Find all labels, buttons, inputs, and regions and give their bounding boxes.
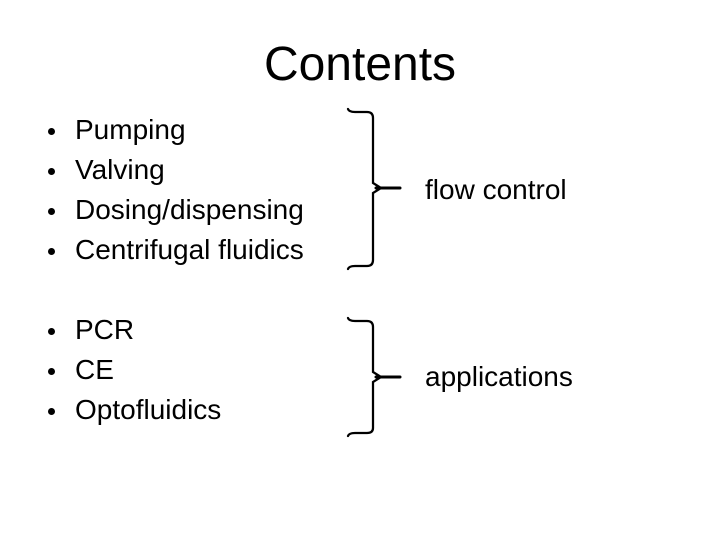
list-item: Valving [40, 150, 304, 190]
list-item-label: CE [75, 354, 114, 385]
list-item: Dosing/dispensing [40, 190, 304, 230]
list-item-label: PCR [75, 314, 135, 345]
bullet-icon [48, 128, 55, 135]
list-item-label: Optofluidics [75, 394, 222, 425]
list-item: Pumping [40, 110, 304, 150]
list-item: Centrifugal fluidics [40, 230, 304, 270]
list-item-label: Centrifugal fluidics [75, 234, 304, 265]
bullet-icon [48, 208, 55, 215]
page-title: Contents [263, 38, 457, 91]
group-label-flow-control: flow control [425, 174, 567, 205]
bullet-icon [48, 248, 55, 255]
group-label-applications: applications [425, 361, 573, 392]
bullet-list-applications: PCR CE Optofluidics [40, 310, 221, 430]
right-brace-icon [346, 316, 402, 438]
right-brace-icon [346, 107, 402, 271]
bullet-list-flow-control: Pumping Valving Dosing/dispensing Centri… [40, 110, 304, 270]
list-item: CE [40, 350, 221, 390]
bullet-icon [48, 368, 55, 375]
bullet-icon [48, 328, 55, 335]
bullet-icon [48, 408, 55, 415]
list-item: PCR [40, 310, 221, 350]
list-item: Optofluidics [40, 390, 221, 430]
list-item-label: Pumping [75, 114, 186, 145]
list-item-label: Dosing/dispensing [75, 194, 304, 225]
bullet-icon [48, 168, 55, 175]
list-item-label: Valving [75, 154, 165, 185]
